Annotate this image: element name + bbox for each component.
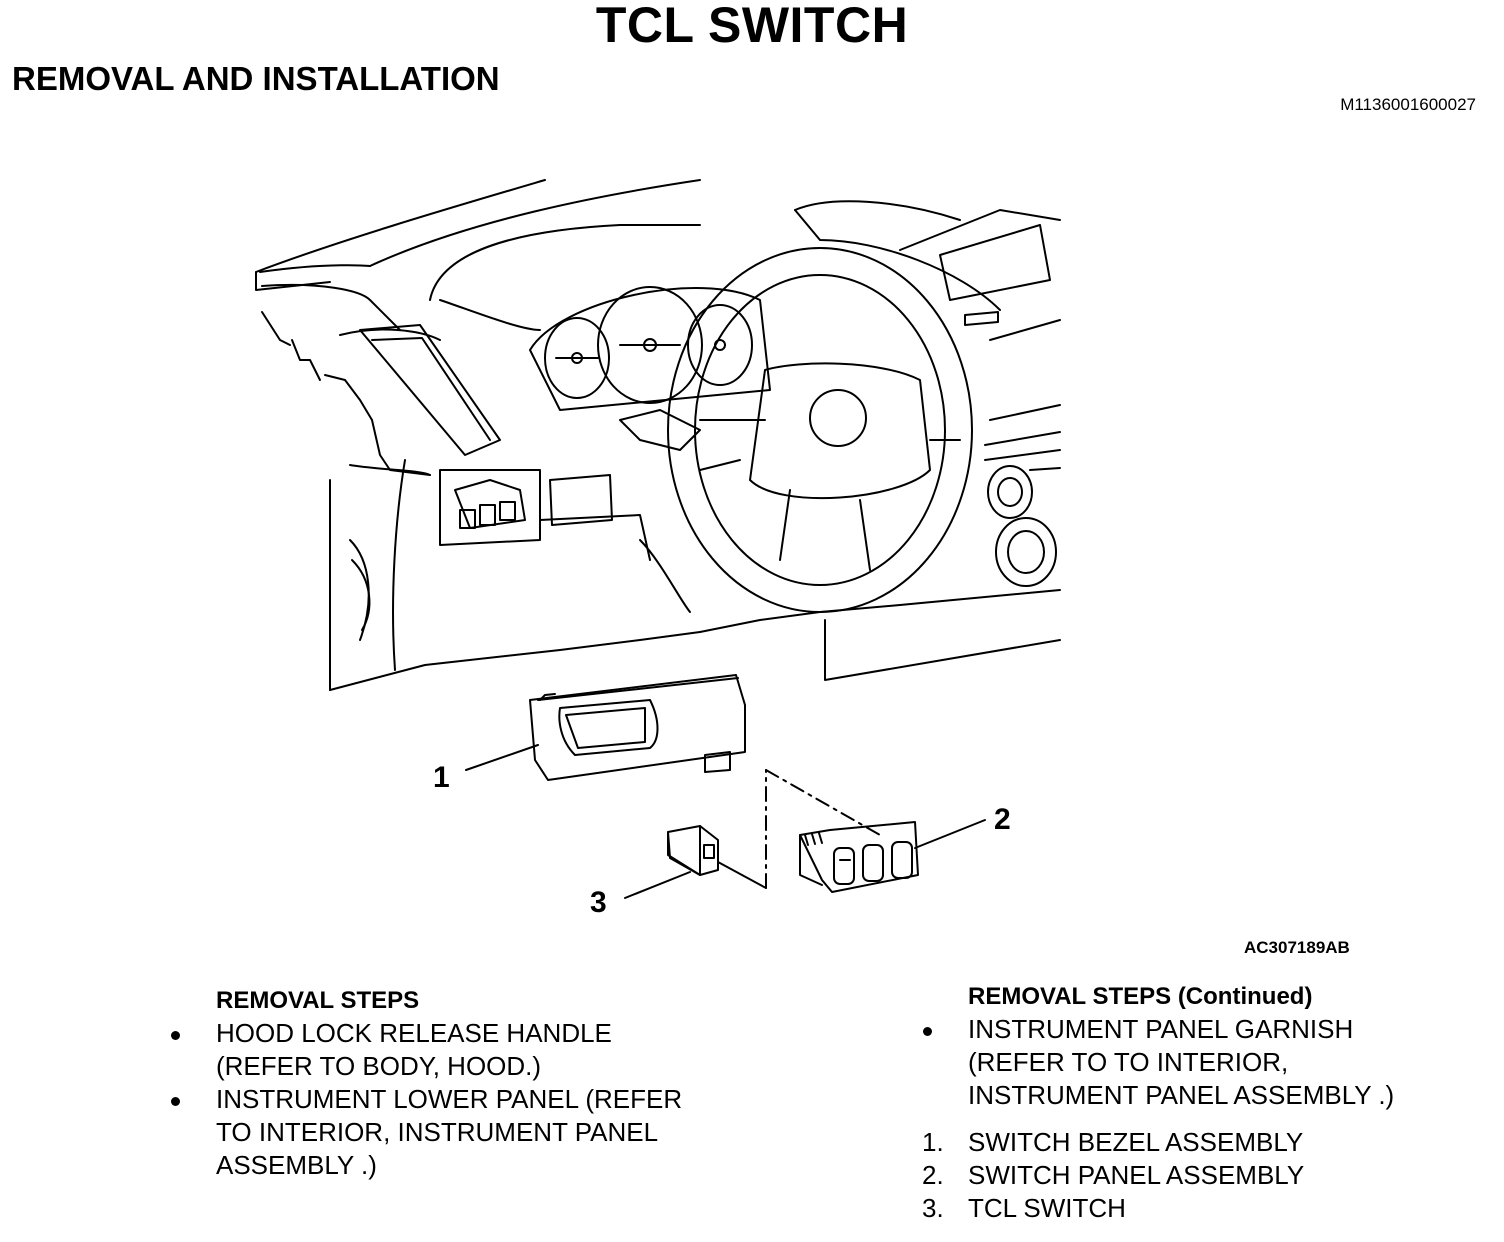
step-number: 2. bbox=[922, 1160, 944, 1190]
removal-steps-right: REMOVAL STEPS (Continued) INSTRUMENT PAN… bbox=[922, 980, 1488, 1225]
numbered-step: 2. SWITCH PANEL ASSEMBLY bbox=[922, 1159, 1488, 1192]
page-title: TCL SWITCH bbox=[595, 0, 909, 53]
step-number: 1. bbox=[922, 1127, 944, 1157]
list-item-line: TO INTERIOR, INSTRUMENT PANEL bbox=[216, 1117, 659, 1147]
document-id: M1136001600027 bbox=[1340, 95, 1476, 114]
numbered-step: 3. TCL SWITCH bbox=[922, 1192, 1488, 1225]
list-item: HOOD LOCK RELEASE HANDLE (REFER TO BODY,… bbox=[171, 1017, 776, 1083]
removal-steps-heading: REMOVAL STEPS bbox=[216, 987, 420, 1014]
switch-bezel-part bbox=[529, 674, 746, 781]
list-item-line: INSTRUMENT PANEL ASSEMBLY .) bbox=[968, 1080, 1395, 1110]
list-item-line: (REFER TO TO INTERIOR, bbox=[968, 1047, 1289, 1077]
switch-panel-part bbox=[799, 821, 919, 893]
bullet-icon bbox=[171, 1031, 180, 1040]
bullet-icon bbox=[923, 1027, 932, 1036]
callout-2: 2 bbox=[994, 803, 1011, 836]
step-text: TCL SWITCH bbox=[968, 1193, 1126, 1223]
callout-1: 1 bbox=[433, 761, 450, 794]
list-item: INSTRUMENT PANEL GARNISH (REFER TO TO IN… bbox=[923, 1013, 1488, 1112]
step-text: SWITCH PANEL ASSEMBLY bbox=[968, 1160, 1305, 1190]
section-subtitle: REMOVAL AND INSTALLATION bbox=[12, 60, 500, 97]
removal-steps-left: REMOVAL STEPS HOOD LOCK RELEASE HANDLE (… bbox=[171, 984, 776, 1182]
center-stack bbox=[987, 465, 1061, 587]
list-item-line: INSTRUMENT LOWER PANEL (REFER bbox=[216, 1084, 683, 1114]
callout-3: 3 bbox=[590, 886, 607, 919]
step-number: 3. bbox=[922, 1193, 944, 1223]
leader-lines bbox=[465, 744, 986, 899]
list-item-line: INSTRUMENT PANEL GARNISH bbox=[968, 1014, 1354, 1044]
step-text: SWITCH BEZEL ASSEMBLY bbox=[968, 1127, 1304, 1157]
instrument-cluster bbox=[529, 286, 771, 411]
bullet-icon bbox=[171, 1097, 180, 1106]
list-item-line: (REFER TO BODY, HOOD.) bbox=[216, 1051, 542, 1081]
numbered-step: 1. SWITCH BEZEL ASSEMBLY bbox=[922, 1126, 1488, 1159]
tcl-switch-part bbox=[667, 825, 719, 876]
figure-id: AC307189AB bbox=[1244, 938, 1350, 957]
list-item: INSTRUMENT LOWER PANEL (REFER TO INTERIO… bbox=[171, 1083, 776, 1182]
list-item-line: HOOD LOCK RELEASE HANDLE bbox=[216, 1018, 612, 1048]
dashboard-outline bbox=[255, 179, 1061, 691]
removal-steps-continued-heading: REMOVAL STEPS (Continued) bbox=[968, 983, 1313, 1010]
list-item-line: ASSEMBLY .) bbox=[216, 1150, 377, 1180]
steering-wheel bbox=[619, 247, 973, 613]
